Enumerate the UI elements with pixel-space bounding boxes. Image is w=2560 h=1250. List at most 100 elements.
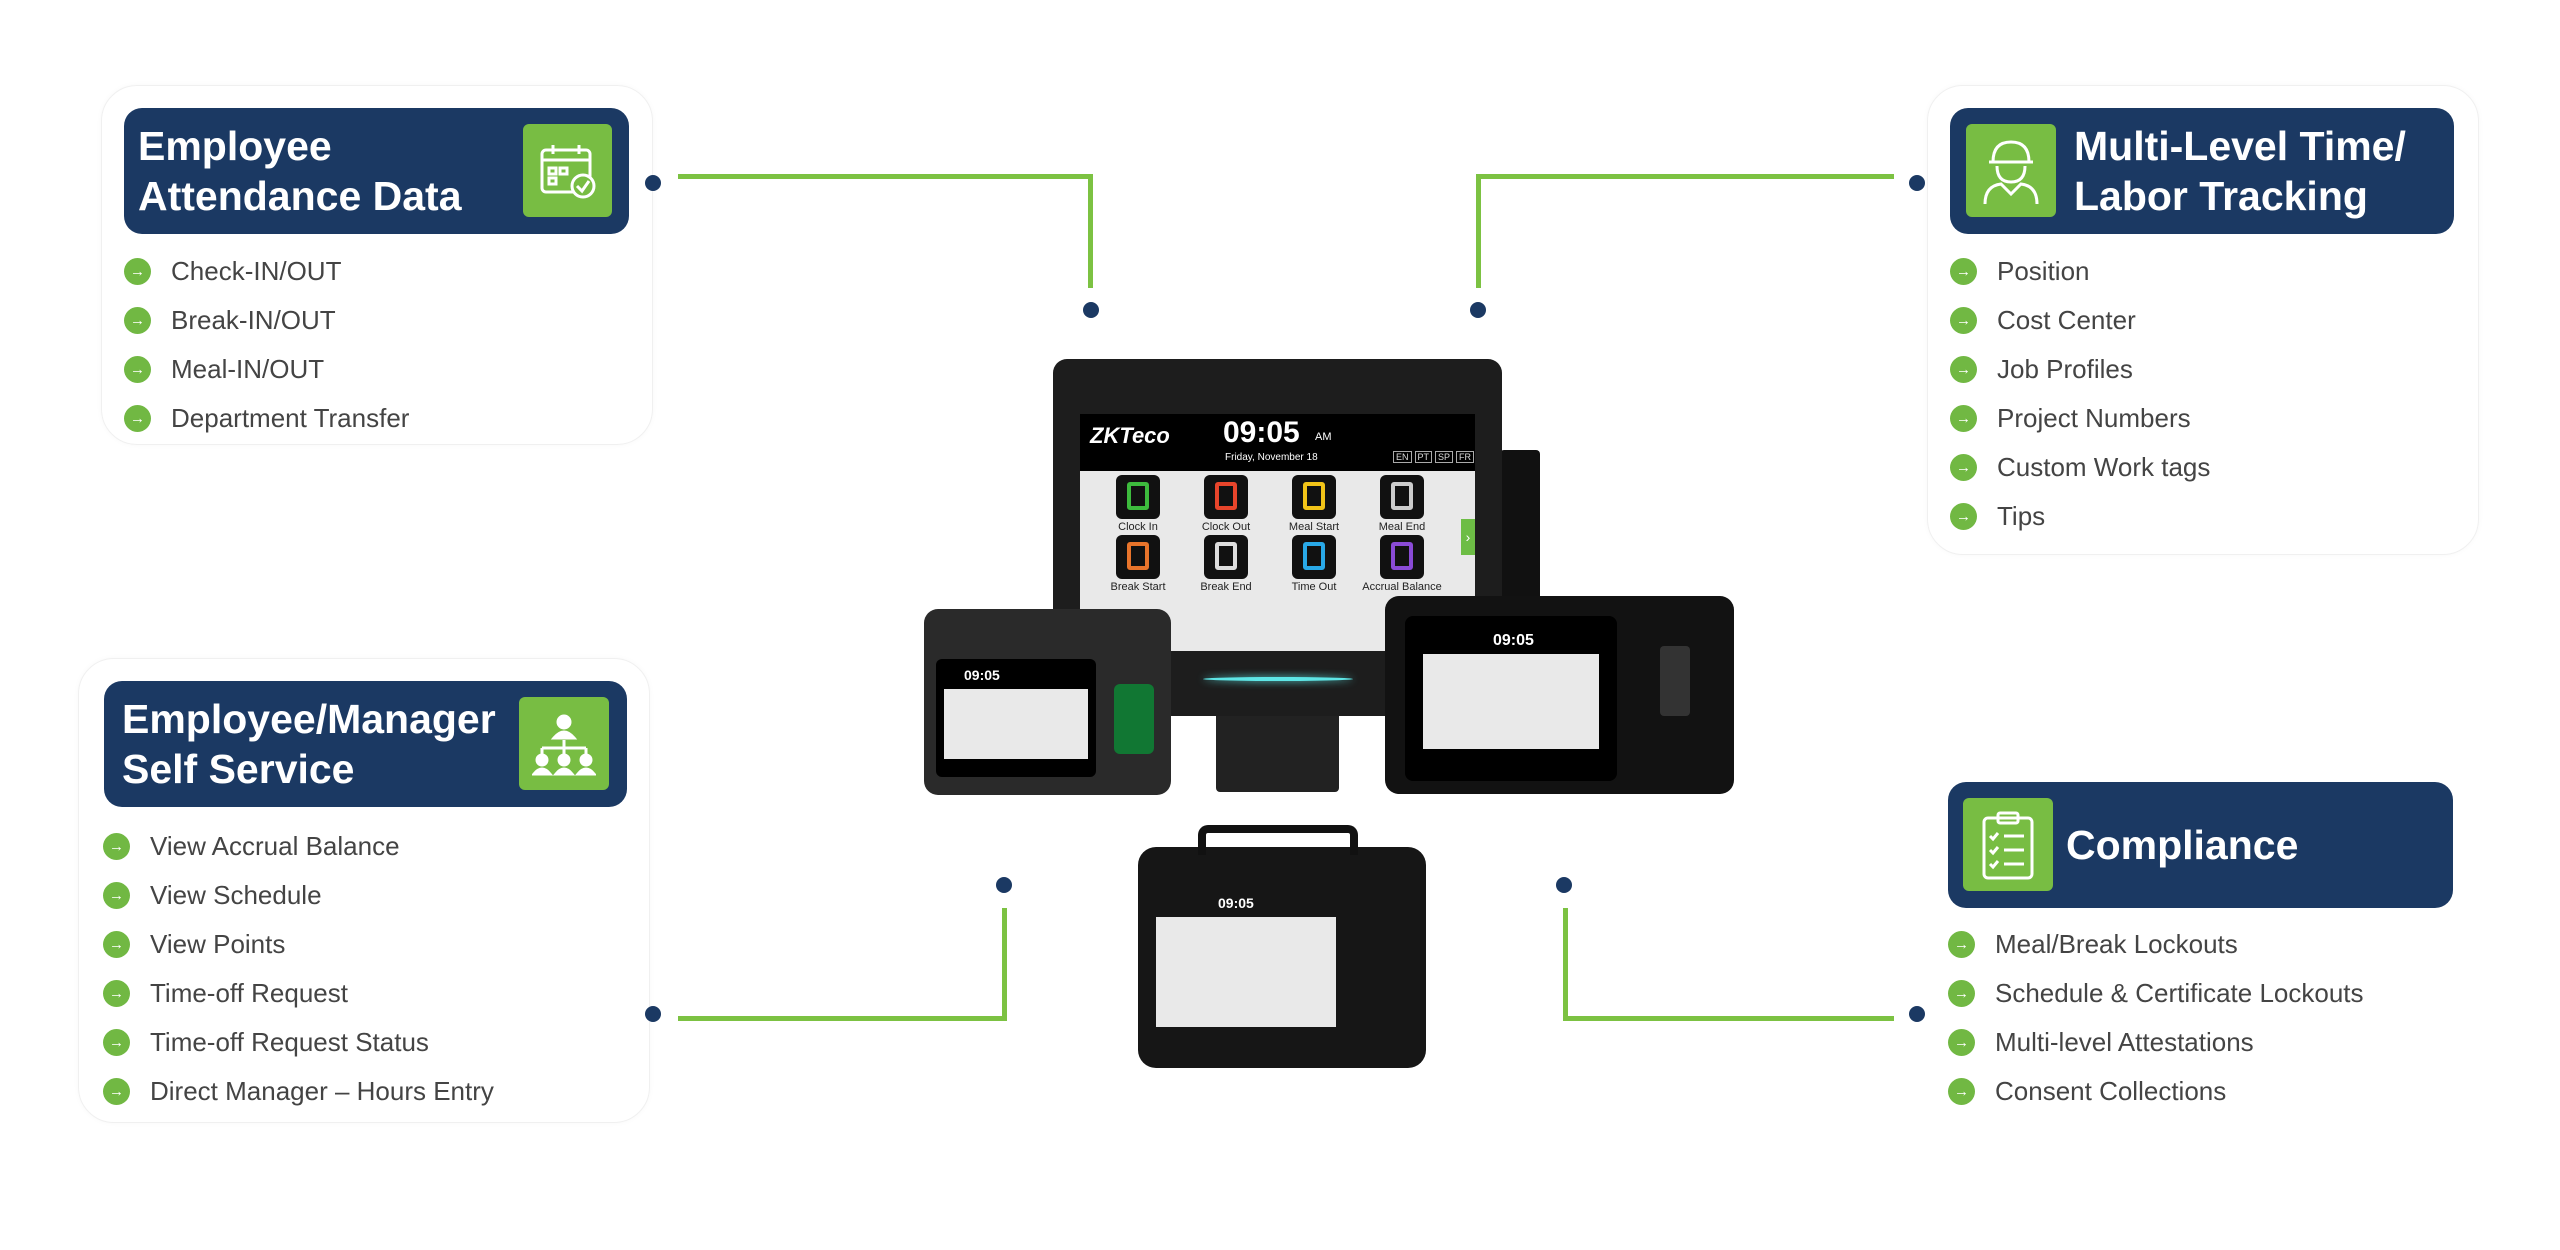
arrow-circle-icon: → — [1950, 404, 1977, 432]
list-item-label: View Schedule — [150, 879, 322, 910]
list-item: →Custom Work tags — [1950, 451, 2210, 483]
list-item-label: Project Numbers — [1997, 402, 2191, 433]
app-tile[interactable] — [1204, 535, 1248, 579]
list-item-label: Department Transfer — [171, 402, 410, 433]
list-item-label: Break-IN/OUT — [171, 304, 336, 335]
arrow-circle-icon: → — [1948, 1077, 1975, 1105]
connector-line — [1088, 174, 1093, 288]
connector-dot — [1909, 175, 1925, 191]
app-tile[interactable] — [1292, 475, 1336, 519]
connector-dot — [645, 175, 661, 191]
app-label: Break End — [1200, 581, 1252, 593]
list-item: → Department Transfer — [124, 402, 409, 434]
list-item-label: Time-off Request — [150, 977, 348, 1008]
list-item-label: Schedule & Certificate Lockouts — [1995, 977, 2364, 1008]
arrow-circle-icon: → — [1948, 1028, 1975, 1056]
app-tile[interactable] — [1116, 475, 1160, 519]
arrow-circle-icon: → — [1950, 502, 1977, 530]
arrow-circle-icon: → — [124, 404, 151, 432]
list-item-label: Time-off Request Status — [150, 1026, 429, 1057]
app-label: Time Out — [1291, 581, 1337, 593]
arrow-circle-icon: → — [103, 1077, 130, 1105]
list-item: → Position — [1950, 255, 2090, 287]
connector-line — [1476, 174, 1894, 179]
language-button[interactable]: PT — [1414, 451, 1433, 463]
connector-line — [1002, 908, 1007, 1021]
list-item-label: Consent Collections — [1995, 1075, 2227, 1106]
list-item: → View Accrual Balance — [103, 830, 400, 862]
clipboard-checklist-icon — [1963, 798, 2053, 891]
app-label: Meal Start — [1288, 521, 1340, 533]
list-item-label: Position — [1997, 255, 2090, 286]
connector-line — [1476, 174, 1481, 288]
list-item-label: View Accrual Balance — [150, 830, 400, 861]
app-tile[interactable] — [1380, 535, 1424, 579]
rugged-tablet: 09:05 — [1138, 825, 1426, 1068]
app-tile[interactable] — [1380, 475, 1424, 519]
clock-time: 09:05 — [1218, 895, 1254, 911]
list-item: →Meal-IN/OUT — [124, 353, 324, 385]
connector-line — [1563, 1016, 1894, 1021]
clock-time: 09:05 — [1223, 416, 1300, 449]
app-label: Break Start — [1110, 581, 1166, 593]
list-item-label: Job Profiles — [1997, 353, 2133, 384]
arrow-circle-icon: → — [1950, 257, 1977, 285]
language-button[interactable]: SP — [1435, 451, 1454, 463]
calendar-check-icon — [523, 124, 612, 217]
list-item: →Tips — [1950, 500, 2045, 532]
clock-ampm: AM — [1315, 431, 1332, 443]
arrow-circle-icon: → — [1948, 930, 1975, 958]
app-tile[interactable] — [1292, 535, 1336, 579]
title-line: Employee — [138, 123, 332, 169]
connector-dot — [996, 877, 1012, 893]
connector-dot — [1556, 877, 1572, 893]
language-button[interactable]: EN — [1393, 451, 1412, 463]
title-line: Self Service — [122, 746, 355, 792]
title-line: Labor Tracking — [2074, 173, 2368, 219]
list-item: → Direct Manager – Hours Entry — [103, 1075, 494, 1107]
connector-line — [678, 1016, 1007, 1021]
list-item: → Meal/Break Lockouts — [1948, 928, 2238, 960]
arrow-circle-icon: → — [103, 832, 130, 860]
connector-dot — [645, 1006, 661, 1022]
arrow-circle-icon: → — [1950, 355, 1977, 383]
title-line: Multi-Level Time/ — [2074, 123, 2406, 169]
list-item: →Schedule & Certificate Lockouts — [1948, 977, 2364, 1009]
connector-dot — [1909, 1006, 1925, 1022]
title-line: Attendance Data — [138, 173, 462, 219]
list-item: → View Schedule — [103, 879, 322, 911]
brand-logo: ZKTeco — [1090, 423, 1170, 448]
list-item: →View Points — [103, 928, 285, 960]
arrow-circle-icon: → — [124, 306, 151, 334]
arrow-circle-icon: → — [103, 979, 130, 1007]
clock-date: Friday, November 18 — [1225, 452, 1318, 463]
arrow-circle-icon: → — [103, 881, 130, 909]
fingerprint-sensor — [1660, 646, 1690, 716]
worker-hardhat-icon — [1966, 124, 2056, 217]
list-item: → Project Numbers — [1950, 402, 2191, 434]
list-item-label: Check-IN/OUT — [171, 255, 342, 286]
next-page-button[interactable]: › — [1461, 519, 1475, 555]
list-item-label: View Points — [150, 928, 286, 959]
list-item: → Job Profiles — [1950, 353, 2133, 385]
list-item-label: Meal/Break Lockouts — [1995, 928, 2238, 959]
list-item-label: Direct Manager – Hours Entry — [150, 1075, 494, 1106]
right-terminal: 09:05 — [1385, 596, 1734, 794]
arrow-circle-icon: → — [1950, 453, 1977, 481]
app-label: Meal End — [1378, 521, 1426, 533]
list-item: → Break-IN/OUT — [124, 304, 336, 336]
list-item: → Check-IN/OUT — [124, 255, 341, 287]
title-line: Compliance — [2066, 822, 2299, 868]
app-label: Accrual Balance — [1362, 581, 1442, 593]
status-light — [1203, 677, 1353, 681]
app-tile[interactable] — [1116, 535, 1160, 579]
app-label: Clock Out — [1201, 521, 1251, 533]
clock-time: 09:05 — [1493, 632, 1534, 649]
language-button[interactable]: FR — [1456, 451, 1475, 463]
arrow-circle-icon: → — [124, 257, 151, 285]
list-item: → Time-off Request — [103, 977, 348, 1009]
list-item-label: Cost Center — [1997, 304, 2136, 335]
app-tile[interactable] — [1204, 475, 1248, 519]
attendance-card — [101, 85, 653, 445]
list-item-label: Meal-IN/OUT — [171, 353, 325, 384]
